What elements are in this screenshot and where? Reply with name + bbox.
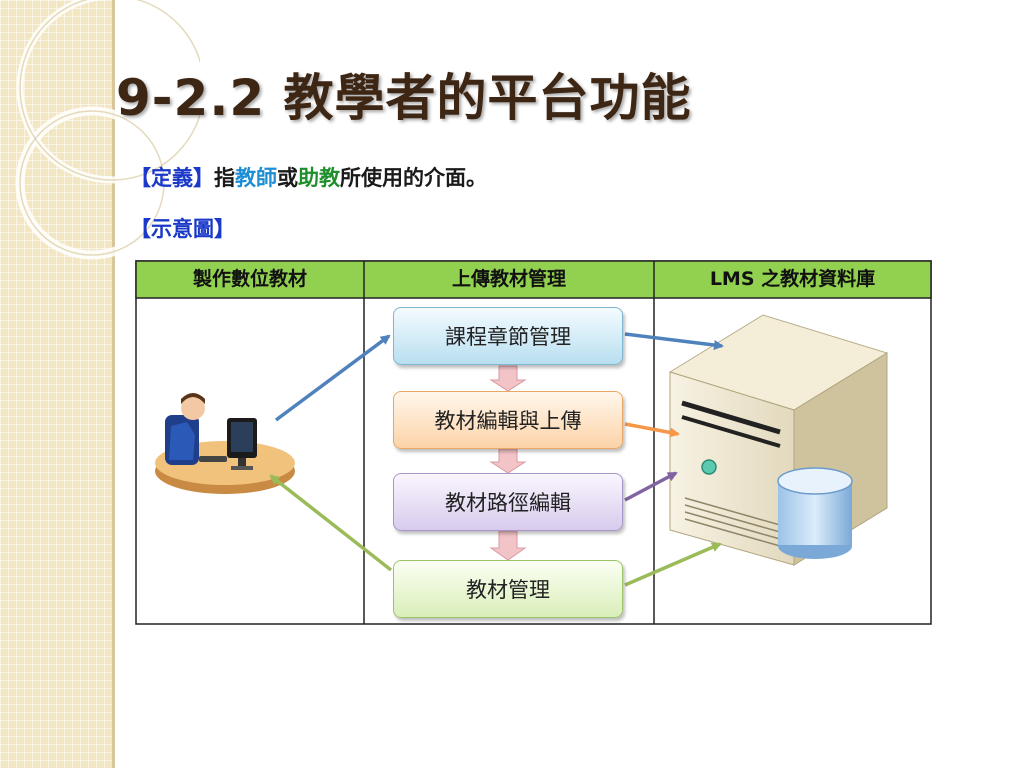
platform-diagram: 製作數位教材 上傳教材管理 LMS 之教材資料庫 課程章節管理 教材編輯與上傳 … bbox=[135, 260, 932, 626]
definition-or: 或 bbox=[277, 166, 298, 190]
database-icon bbox=[777, 467, 853, 559]
definition-teacher: 教師 bbox=[235, 166, 277, 190]
definition-line: 【定義】指教師或助教所使用的介面。 bbox=[130, 162, 487, 192]
arrow-manage-to-person bbox=[269, 474, 393, 572]
arrow-path-to-server bbox=[624, 471, 678, 502]
person-at-computer-icon bbox=[155, 393, 295, 494]
down-arrow-1 bbox=[489, 365, 527, 392]
table-header-bg bbox=[135, 260, 932, 299]
column-header-lms: LMS 之教材資料庫 bbox=[709, 268, 876, 290]
arrow-upload-to-server bbox=[624, 422, 680, 438]
decorative-circles bbox=[15, 0, 200, 260]
column-header-create: 製作數位教材 bbox=[192, 268, 307, 290]
definition-bracket: 【定義】 bbox=[130, 166, 214, 190]
step-chapter-management: 課程章節管理 bbox=[393, 307, 623, 365]
arrow-person-to-chapters bbox=[274, 334, 391, 422]
definition-assistant: 助教 bbox=[298, 166, 340, 190]
step-path-editing: 教材路徑編輯 bbox=[393, 473, 623, 531]
arrow-manage-to-server bbox=[624, 542, 722, 587]
page-title: 9-2.2 教學者的平台功能 bbox=[116, 69, 692, 127]
diagram-label: 【示意圖】 bbox=[130, 217, 235, 241]
definition-prefix: 指 bbox=[214, 166, 235, 190]
down-arrow-3 bbox=[489, 530, 527, 561]
column-header-upload: 上傳教材管理 bbox=[451, 268, 566, 290]
step-edit-upload: 教材編輯與上傳 bbox=[393, 391, 623, 449]
step-material-management: 教材管理 bbox=[393, 560, 623, 618]
arrow-chapters-to-server bbox=[624, 332, 724, 350]
down-arrow-2 bbox=[489, 448, 527, 474]
decorative-sidebar bbox=[0, 0, 115, 768]
definition-suffix: 所使用的介面。 bbox=[340, 166, 487, 190]
